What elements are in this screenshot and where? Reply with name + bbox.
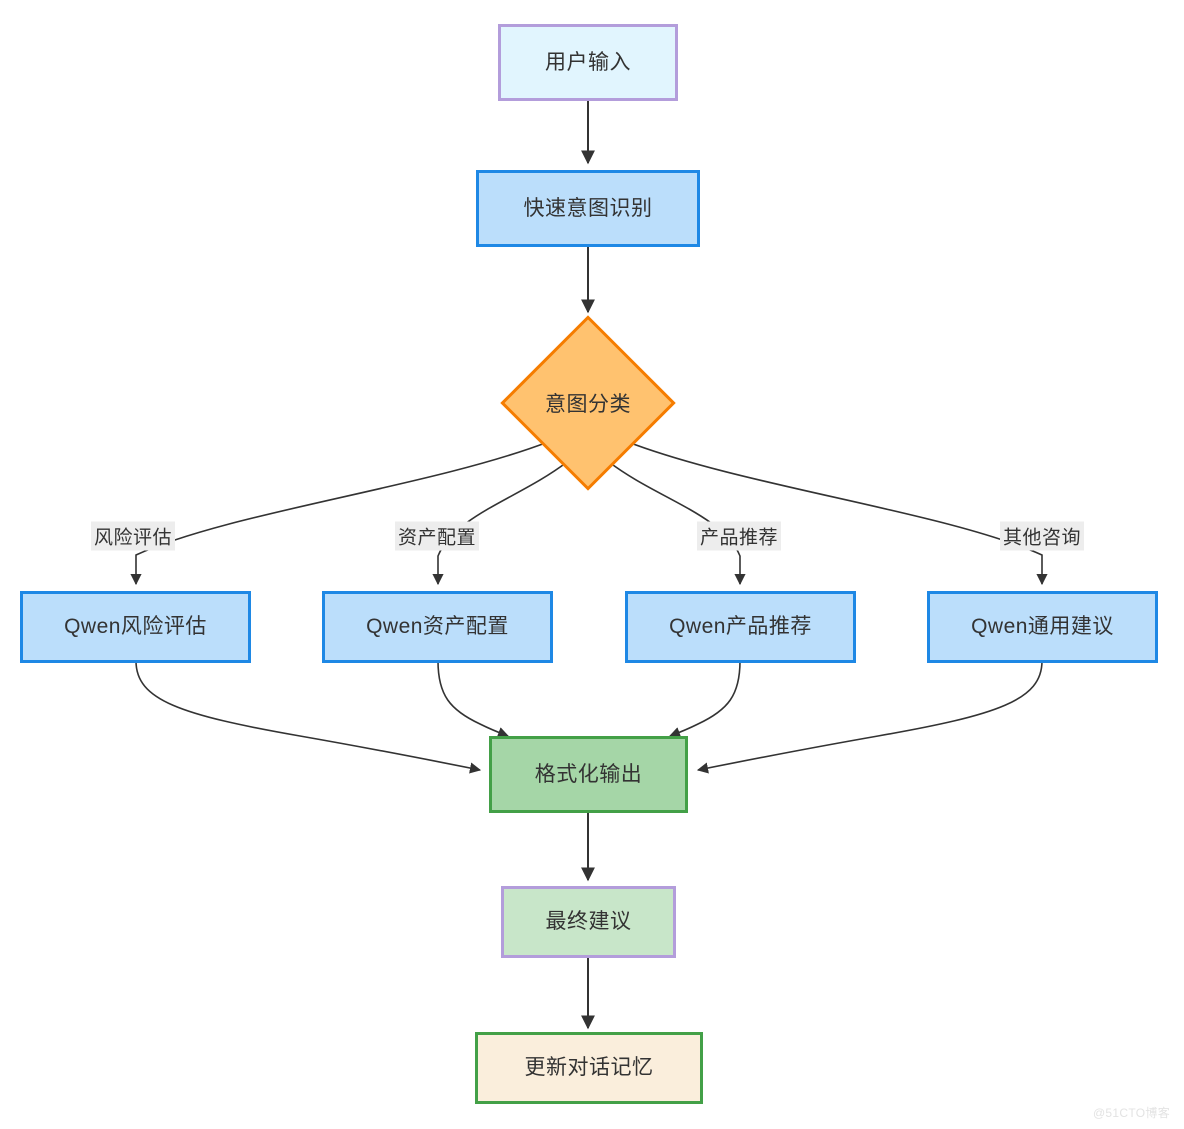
node-user-input-label: 用户输入 bbox=[545, 50, 631, 74]
node-fast-intent-label: 快速意图识别 bbox=[523, 196, 653, 220]
node-qwen-general-label: Qwen通用建议 bbox=[971, 615, 1114, 639]
edge-qwen-asset-to-format-out bbox=[437, 660, 510, 738]
node-final-advice-label: 最终建议 bbox=[545, 910, 632, 934]
node-qwen-risk-label: Qwen风险评估 bbox=[64, 615, 207, 639]
node-intent-class[interactable]: 意图分类 bbox=[500, 315, 676, 491]
edge-qwen-general-to-format-out bbox=[696, 660, 1043, 774]
node-qwen-general[interactable]: Qwen通用建议 bbox=[927, 591, 1158, 663]
watermark: @51CTO博客 bbox=[1092, 1106, 1170, 1120]
node-update-memory[interactable]: 更新对话记忆 bbox=[475, 1032, 703, 1104]
node-intent-class-label: 意图分类 bbox=[545, 393, 631, 416]
edge-label-other: 其他咨询 bbox=[999, 521, 1085, 551]
node-qwen-product[interactable]: Qwen产品推荐 bbox=[625, 591, 856, 663]
node-user-input[interactable]: 用户输入 bbox=[498, 24, 678, 101]
edge-qwen-product-to-format-out bbox=[668, 660, 741, 738]
node-qwen-product-label: Qwen产品推荐 bbox=[669, 615, 812, 639]
edge-label-risk: 风险评估 bbox=[90, 521, 176, 551]
node-format-output-label: 格式化输出 bbox=[534, 762, 643, 786]
edge-label-asset: 资产配置 bbox=[394, 521, 480, 551]
edge-label-product: 产品推荐 bbox=[696, 521, 782, 551]
edge-intent-class-to-qwen-risk bbox=[130, 441, 549, 586]
node-format-output[interactable]: 格式化输出 bbox=[489, 736, 688, 813]
node-qwen-asset[interactable]: Qwen资产配置 bbox=[322, 591, 553, 663]
node-final-advice[interactable]: 最终建议 bbox=[501, 886, 676, 958]
node-update-memory-label: 更新对话记忆 bbox=[524, 1056, 654, 1080]
node-fast-intent[interactable]: 快速意图识别 bbox=[476, 170, 700, 247]
edge-intent-class-to-qwen-general bbox=[627, 441, 1048, 586]
edge-qwen-risk-to-format-out bbox=[135, 660, 482, 774]
node-qwen-risk[interactable]: Qwen风险评估 bbox=[20, 591, 251, 663]
node-qwen-asset-label: Qwen资产配置 bbox=[366, 615, 509, 639]
